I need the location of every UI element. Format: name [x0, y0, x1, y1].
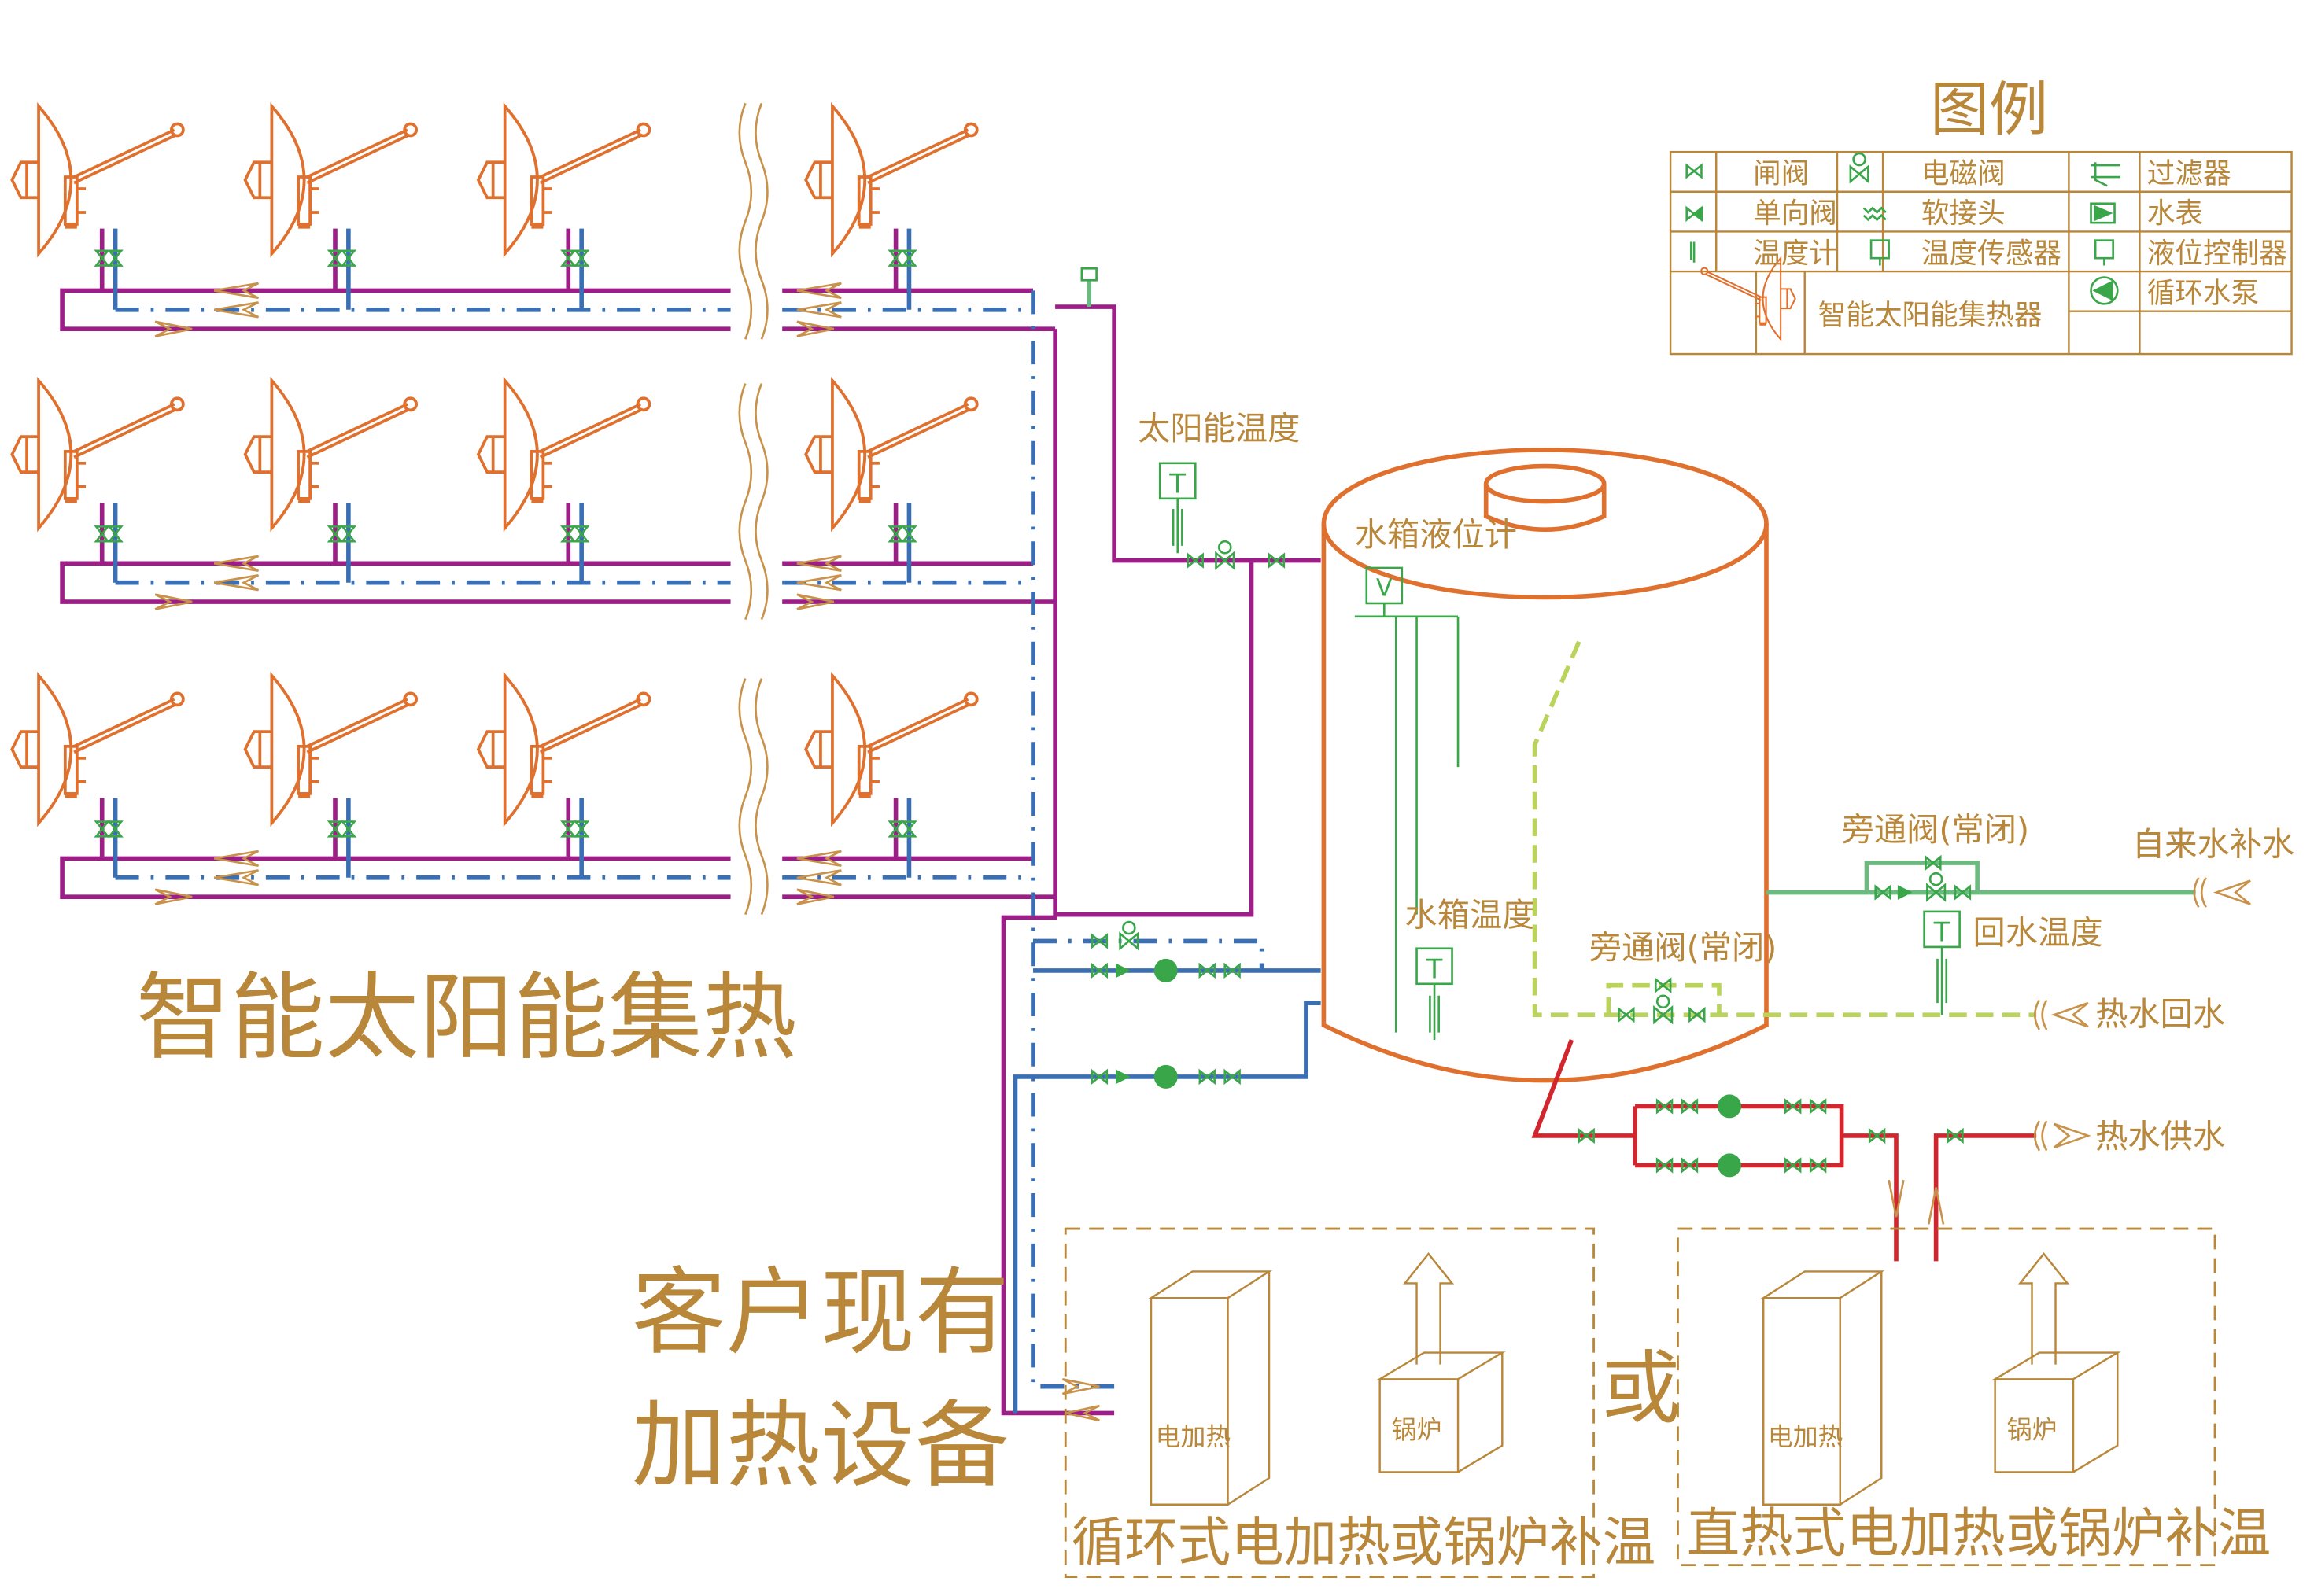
svg-text:电加热: 电加热	[1768, 1422, 1843, 1452]
supply-riser	[1001, 329, 1115, 1416]
solar-collector-icon	[10, 105, 185, 256]
circulation-pump-icon	[1153, 958, 1178, 982]
tank-temperature-label: 水箱温度	[1405, 897, 1535, 934]
solar-collector-icon	[804, 378, 979, 530]
tap-water-label: 自来水补水	[2132, 826, 2294, 864]
hot-supply-line	[1531, 1039, 2091, 1262]
svg-text:T: T	[1426, 953, 1443, 984]
solar-collector-icon	[804, 105, 979, 256]
direct-heater-caption: 直热式电加热或锅炉补温	[1687, 1502, 2272, 1565]
hot-supply-label: 热水供水	[2095, 1118, 2225, 1156]
or-label: 或	[1601, 1342, 1681, 1435]
svg-text:锅炉: 锅炉	[2007, 1414, 2058, 1444]
solar-collector-icon	[477, 378, 651, 530]
bypass-valve-label-left: 旁通阀(常闭)	[1589, 929, 1777, 967]
collector-row-1	[10, 105, 1056, 331]
svg-text:V: V	[1376, 575, 1393, 603]
existing-heating-title-line1: 客户现有	[632, 1259, 1009, 1368]
hot-return-label: 热水回水	[2095, 995, 2225, 1033]
check-valve-icon	[1685, 206, 1703, 222]
solenoid-valve-icon	[1849, 152, 1869, 184]
svg-text:循环水泵: 循环水泵	[2147, 277, 2259, 309]
level-controller-icon	[2094, 239, 2114, 266]
thermometer-icon	[1690, 241, 1696, 263]
circulation-pump-icon	[1153, 1064, 1178, 1089]
direct-heater-box: 电加热 锅炉 直热式电加热或锅炉补温	[1677, 1227, 2272, 1567]
solar-temperature-sensor: T	[1158, 462, 1197, 554]
bypass-valve-label-right: 旁通阀(常闭)	[1842, 811, 2029, 849]
svg-text:水表: 水表	[2147, 197, 2203, 230]
water-meter-icon	[2090, 202, 2116, 224]
flexible-joint-icon	[1862, 206, 1887, 222]
solar-temperature-label: 太阳能温度	[1138, 410, 1300, 448]
svg-text:温度计: 温度计	[1753, 238, 1837, 270]
solar-collector-icon	[243, 105, 419, 256]
svg-text:过滤器: 过滤器	[2147, 158, 2231, 190]
solar-collector-icon	[804, 673, 979, 825]
svg-text:智能太阳能集热器: 智能太阳能集热器	[1818, 300, 2043, 332]
solar-collector-icon	[477, 673, 651, 825]
water-tank: V	[1321, 448, 2037, 1083]
solar-collector-icon	[10, 378, 185, 530]
return-riser	[1031, 290, 1115, 1389]
svg-text:温度传感器: 温度传感器	[1921, 238, 2061, 270]
collector-row-2	[10, 378, 1056, 604]
svg-text:电磁阀: 电磁阀	[1921, 158, 2006, 190]
svg-text:液位控制器: 液位控制器	[2147, 238, 2287, 270]
temperature-sensor-icon	[1869, 239, 1890, 266]
circulating-heater-box: 电加热 锅炉 循环式电加热或锅炉补温	[1064, 1227, 1656, 1579]
solar-collector-icon	[477, 105, 651, 256]
svg-text:T: T	[1168, 468, 1186, 499]
circulating-heater-caption: 循环式电加热或锅炉补温	[1072, 1511, 1656, 1573]
svg-text:单向阀: 单向阀	[1753, 197, 1837, 230]
solar-collector-icon	[243, 378, 419, 530]
tank-level-label: 水箱液位计	[1355, 516, 1517, 554]
circulation-pump-icon	[2090, 276, 2119, 305]
return-temperature-label: 回水温度	[1973, 914, 2103, 952]
svg-text:闸阀: 闸阀	[1753, 158, 1809, 190]
pump-line-lower	[1013, 1001, 1321, 1414]
legend-title: 图例	[1930, 75, 2048, 144]
filter-icon	[2091, 162, 2121, 187]
solar-collector-icon	[10, 673, 185, 825]
solar-collector-icon	[243, 673, 419, 825]
tank-temperature-sensor: T	[1415, 947, 1453, 1041]
svg-text:锅炉: 锅炉	[1392, 1414, 1442, 1444]
pipe-break-marks	[738, 102, 769, 916]
return-temperature-sensor: T	[1923, 910, 1961, 1015]
existing-heating-title-line2: 加热设备	[632, 1391, 1009, 1501]
collector-array	[10, 102, 1056, 916]
gate-valve-icon	[1685, 164, 1703, 179]
legend: 图例 闸阀 电磁阀 过滤器 单向阀 软接头 水表	[1669, 75, 2293, 356]
solar-supply-to-tank	[1055, 304, 1321, 563]
collector-row-3	[10, 673, 1056, 899]
svg-text:T: T	[1933, 916, 1950, 947]
svg-text:软接头: 软接头	[1921, 197, 2006, 230]
svg-text:电加热: 电加热	[1156, 1422, 1231, 1452]
solar-collection-title: 智能太阳能集热	[136, 964, 797, 1073]
